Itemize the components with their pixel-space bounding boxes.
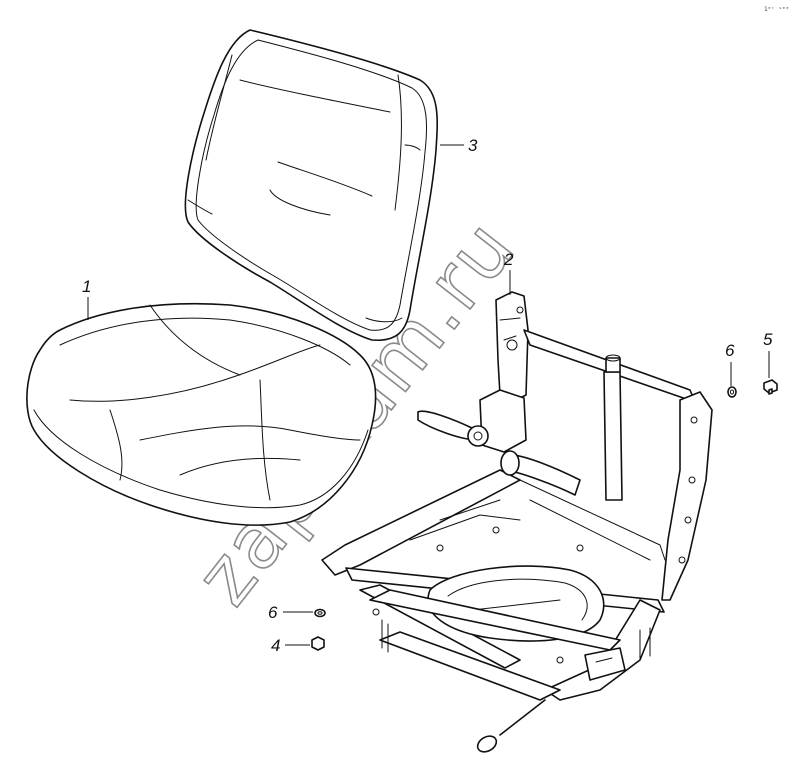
svg-text:6: 6	[268, 603, 278, 622]
svg-text:4: 4	[271, 636, 280, 655]
callout-5: 5	[763, 330, 773, 378]
callout-1: 1	[82, 277, 91, 320]
svg-text:3: 3	[468, 136, 478, 155]
corner-mark: 1ᵉʳ ˢᵉᵉ	[764, 6, 789, 13]
washer-part-6-right	[727, 386, 737, 398]
svg-text:1: 1	[82, 277, 91, 296]
callout-2: 2	[503, 250, 514, 295]
seat-cushion	[26, 302, 377, 526]
svg-text:6: 6	[725, 341, 735, 360]
callout-6-left: 6	[268, 603, 313, 622]
nut-part-4	[311, 636, 325, 651]
backrest	[184, 29, 439, 341]
svg-text:5: 5	[763, 330, 773, 349]
svg-text:2: 2	[503, 250, 514, 269]
washer-part-6-left	[314, 608, 326, 618]
seat-frame	[321, 291, 713, 753]
callout-6-right: 6	[725, 341, 735, 386]
bolt-part-5	[763, 379, 778, 395]
callout-3: 3	[440, 136, 478, 155]
callout-4: 4	[271, 636, 310, 655]
